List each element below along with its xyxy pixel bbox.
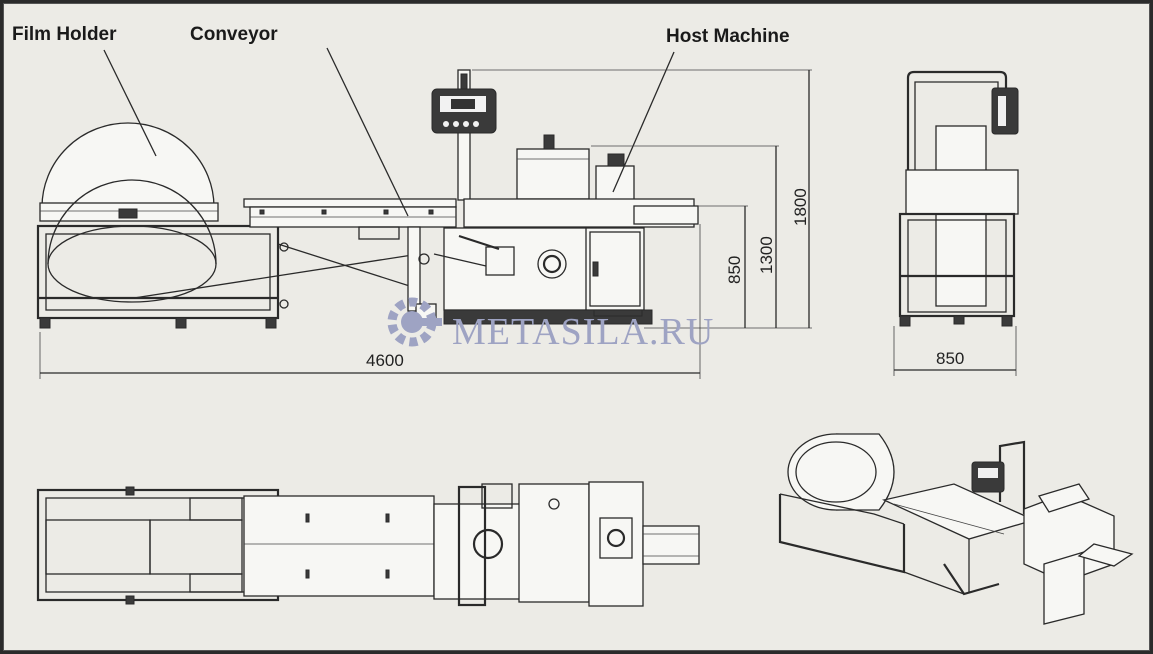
front-view: [36, 47, 812, 379]
watermark-logo: [387, 297, 442, 347]
film-holder-label: Film Holder: [12, 24, 117, 45]
watermark-text: METASILA.RU: [452, 311, 714, 353]
film-holder: [36, 122, 420, 329]
conveyor-label: Conveyor: [190, 24, 278, 45]
side-view: [893, 70, 1019, 376]
length-dimension: [39, 224, 701, 379]
height-1300-label: 1300: [757, 236, 776, 274]
top-view: [36, 481, 700, 607]
diagram-frame: Film Holder Conveyor Host Machine 4600 1…: [3, 3, 1150, 651]
height-dimensions: [472, 69, 812, 329]
height-1800-label: 1800: [791, 188, 810, 226]
height-850-label: 850: [725, 256, 744, 284]
host-machine: [433, 134, 699, 325]
control-panel: [431, 69, 497, 201]
width-850-label: 850: [936, 349, 964, 368]
machine-drawing: Film Holder Conveyor Host Machine 4600 1…: [12, 24, 1134, 625]
isometric-view: [778, 433, 1134, 625]
host-machine-label: Host Machine: [666, 26, 790, 47]
conveyor: [243, 198, 457, 323]
length-dim-label: 4600: [366, 351, 404, 370]
